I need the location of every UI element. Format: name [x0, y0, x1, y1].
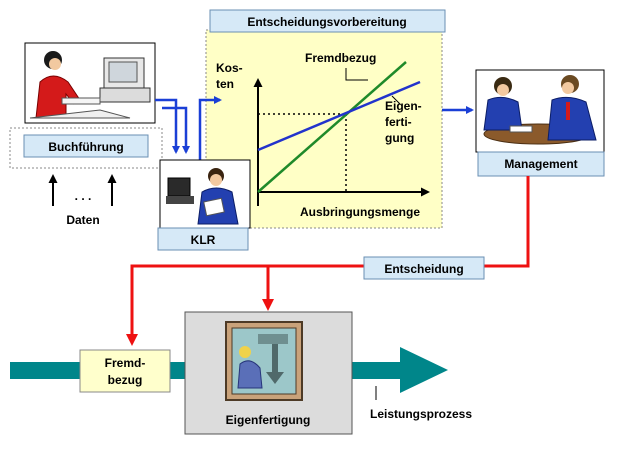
title-text: Entscheidungsvorbereitung: [247, 15, 406, 29]
fremdbezug-line: [257, 61, 407, 193]
decision-flow: [126, 176, 530, 346]
entscheidung-label: Entscheidung: [384, 262, 463, 276]
daten-dots: . . .: [75, 189, 92, 203]
buchfuehrung-box: Buchführung: [23, 134, 149, 158]
chart-axes: [253, 78, 430, 206]
buchfuehrung-label: Buchführung: [48, 140, 123, 154]
fremdbezug-label-line1: Fremd-: [105, 356, 146, 370]
klr-illustration: [159, 159, 251, 229]
y-axis-label-line1: Kos-: [216, 61, 243, 75]
fremdbezug-box: Fremd- bezug: [79, 349, 171, 393]
eigenfertigung-pointer: [391, 95, 401, 105]
eigenfertigung-label-line2: ferti-: [385, 115, 412, 129]
bookkeeping-dashed-frame: [9, 127, 163, 169]
eigenfertigung-panel: Eigenfertigung: [184, 311, 353, 435]
management-box: Management: [477, 151, 605, 177]
x-axis-label: Ausbringungsmenge: [300, 205, 420, 219]
intersection-guides: [258, 113, 347, 192]
eigenfertigung-line: [257, 80, 421, 152]
eigenfertigung-label: Eigenfertigung: [226, 413, 311, 427]
klr-label: KLR: [191, 233, 216, 247]
flow-bookkeeping-to-klr: [155, 98, 190, 154]
management-illustration: [475, 69, 605, 153]
klr-box: KLR: [157, 227, 249, 251]
daten-label: Daten: [66, 213, 99, 227]
management-label: Management: [504, 157, 577, 171]
entscheidung-box: Entscheidung: [363, 256, 485, 280]
fremdbezug-label-line2: bezug: [108, 373, 143, 387]
y-axis-label-line2: ten: [216, 77, 234, 91]
fremdbezug-line-label: Fremdbezug: [305, 51, 376, 65]
title-box: Entscheidungsvorbereitung: [209, 9, 446, 33]
eigenfertigung-label-line1: Eigen-: [385, 99, 422, 113]
flow-klr-to-chart: [198, 96, 222, 168]
fremdbezug-pointer: [345, 68, 368, 81]
leistungsprozess-label: Leistungsprozess: [370, 407, 472, 421]
eigenfertigung-label-line3: gung: [385, 131, 414, 145]
bookkeeping-illustration: [24, 42, 156, 124]
process-arrow: [10, 347, 448, 393]
